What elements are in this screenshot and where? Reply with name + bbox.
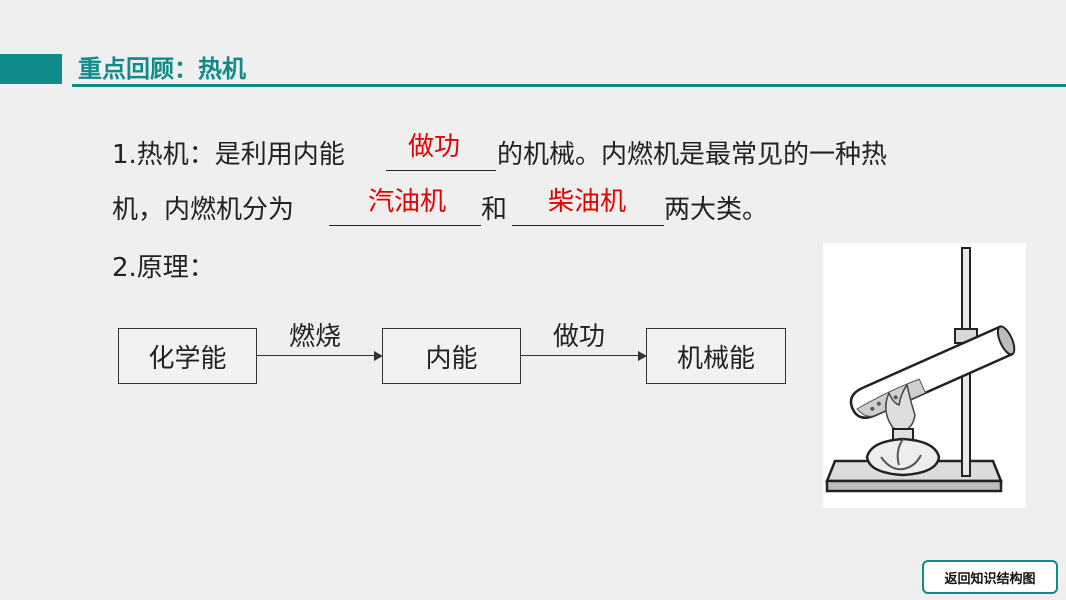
q1-text-part4: 和 <box>481 195 508 225</box>
flow-arrow-2-label: 做功 <box>553 322 606 352</box>
header-accent-bar <box>0 54 62 84</box>
flow-box-internal-energy: 内能 <box>382 328 521 384</box>
flow-arrow-1 <box>257 355 375 356</box>
q1-answer-2: 汽油机 <box>368 187 447 217</box>
q1-blank-1 <box>386 170 496 171</box>
q1-blank-3 <box>512 225 664 226</box>
q1-text-part1: 1.热机：是利用内能 <box>112 140 345 170</box>
flow-box-chemical-energy: 化学能 <box>118 328 257 384</box>
flow-box-mechanical-energy: 机械能 <box>646 328 786 384</box>
q1-text-part2: 的机械。内燃机是最常见的一种热 <box>497 140 888 170</box>
q1-text-part3: 机，内燃机分为 <box>112 195 295 225</box>
q1-answer-1: 做功 <box>408 132 461 162</box>
q2-label: 2.原理： <box>112 253 215 283</box>
q1-blank-2 <box>329 225 481 226</box>
flow-box-chemical-energy-label: 化学能 <box>148 343 227 374</box>
flow-box-mechanical-energy-label: 机械能 <box>676 343 755 374</box>
arrow-head-icon <box>374 351 383 361</box>
arrow-head-icon <box>638 351 647 361</box>
flow-arrow-2 <box>521 355 639 356</box>
header-divider <box>72 84 1066 87</box>
back-to-knowledge-map-button[interactable]: 返回知识结构图 <box>922 560 1058 594</box>
q1-text-part5: 两大类。 <box>664 195 769 225</box>
lab-apparatus-icon <box>825 247 1016 493</box>
flow-box-internal-energy-label: 内能 <box>425 343 478 374</box>
back-button-label: 返回知识结构图 <box>944 571 1036 587</box>
flow-arrow-1-label: 燃烧 <box>289 322 342 352</box>
q1-answer-3: 柴油机 <box>548 187 627 217</box>
page-title: 重点回顾：热机 <box>78 55 246 83</box>
lab-apparatus-illustration <box>823 243 1026 508</box>
